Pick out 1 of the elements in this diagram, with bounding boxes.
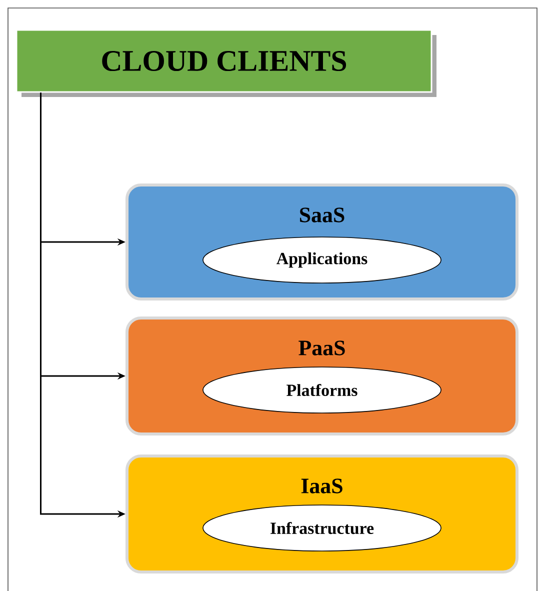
title-box: CLOUD CLIENTS (16, 29, 436, 97)
